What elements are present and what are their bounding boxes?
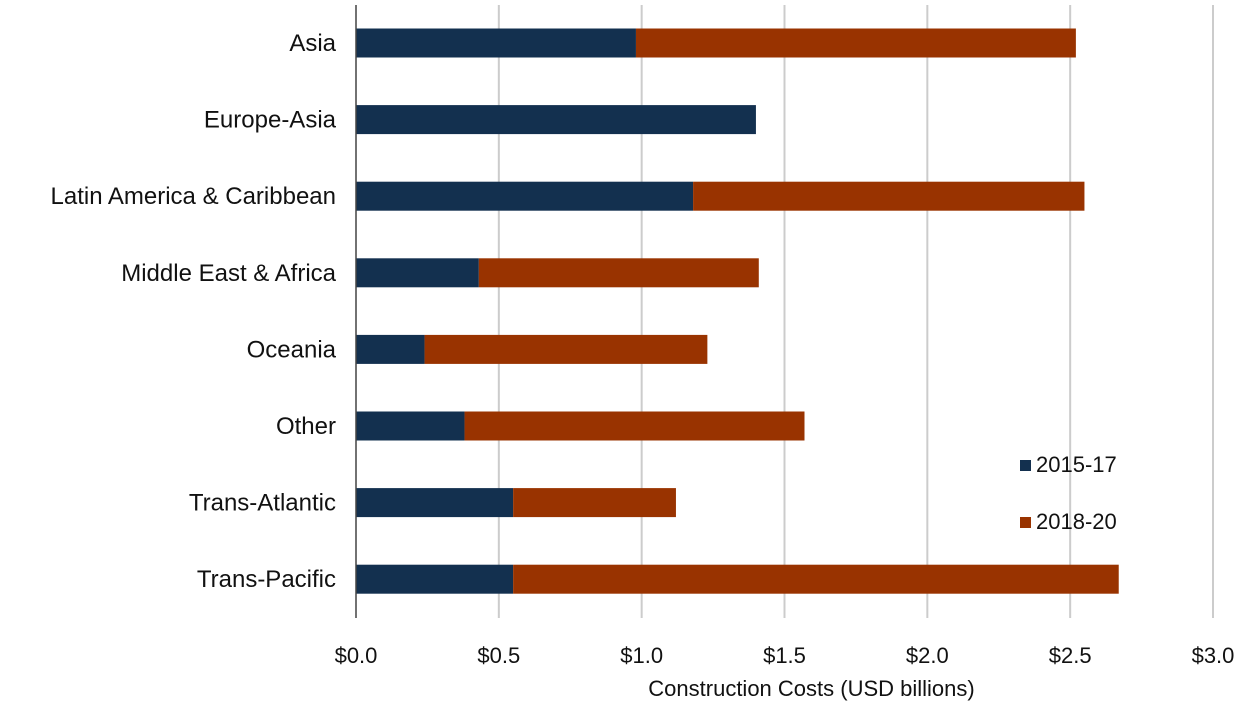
x-tick-label-5: $2.5 (1049, 643, 1092, 668)
category-label-5: Other (276, 413, 336, 440)
bar-5-series-1 (464, 411, 805, 441)
category-label-4: Oceania (247, 336, 337, 363)
bar-layer (356, 28, 1119, 594)
bar-0-series-1 (635, 28, 1076, 58)
category-label-0: Asia (289, 30, 336, 57)
legend-label-1: 2018-20 (1036, 509, 1117, 534)
bar-1-series-0 (356, 105, 756, 135)
bar-5-series-0 (356, 411, 465, 441)
label-layer: $0.0 $0.5 $1.0 $1.5 $2.0 $2.5 $3.0 AsiaEurope-A… (51, 30, 1235, 701)
category-label-2: Latin America & Caribbean (51, 183, 337, 210)
bar-3-series-0 (356, 258, 479, 288)
bar-2-series-0 (356, 181, 694, 211)
category-label-1: Europe-Asia (204, 107, 337, 134)
x-tick-label-0: $0.0 (335, 643, 378, 668)
bar-4-series-1 (424, 334, 708, 364)
legend-swatch-1 (1020, 517, 1031, 528)
category-label-3: Middle East & Africa (121, 260, 336, 287)
bar-7-series-1 (513, 564, 1119, 594)
bar-4-series-0 (356, 334, 425, 364)
legend-label-0: 2015-17 (1036, 452, 1117, 477)
bar-6-series-1 (513, 488, 676, 518)
x-tick-label-1: $0.5 (477, 643, 520, 668)
legend-swatch-0 (1020, 460, 1031, 471)
x-tick-label-2: $1.0 (620, 643, 663, 668)
x-tick-label-4: $2.0 (906, 643, 949, 668)
x-tick-label-6: $3.0 (1192, 643, 1235, 668)
x-axis-title: Construction Costs (USD billions) (648, 676, 974, 701)
bar-6-series-0 (356, 488, 514, 518)
category-label-6: Trans-Atlantic (189, 490, 336, 517)
legend: 2015-17 2018-20 (1020, 452, 1117, 534)
category-label-7: Trans-Pacific (197, 566, 336, 593)
bar-2-series-1 (693, 181, 1085, 211)
bar-0-series-0 (356, 28, 636, 58)
x-tick-label-3: $1.5 (763, 643, 806, 668)
bar-3-series-1 (478, 258, 759, 288)
bar-7-series-0 (356, 564, 514, 594)
